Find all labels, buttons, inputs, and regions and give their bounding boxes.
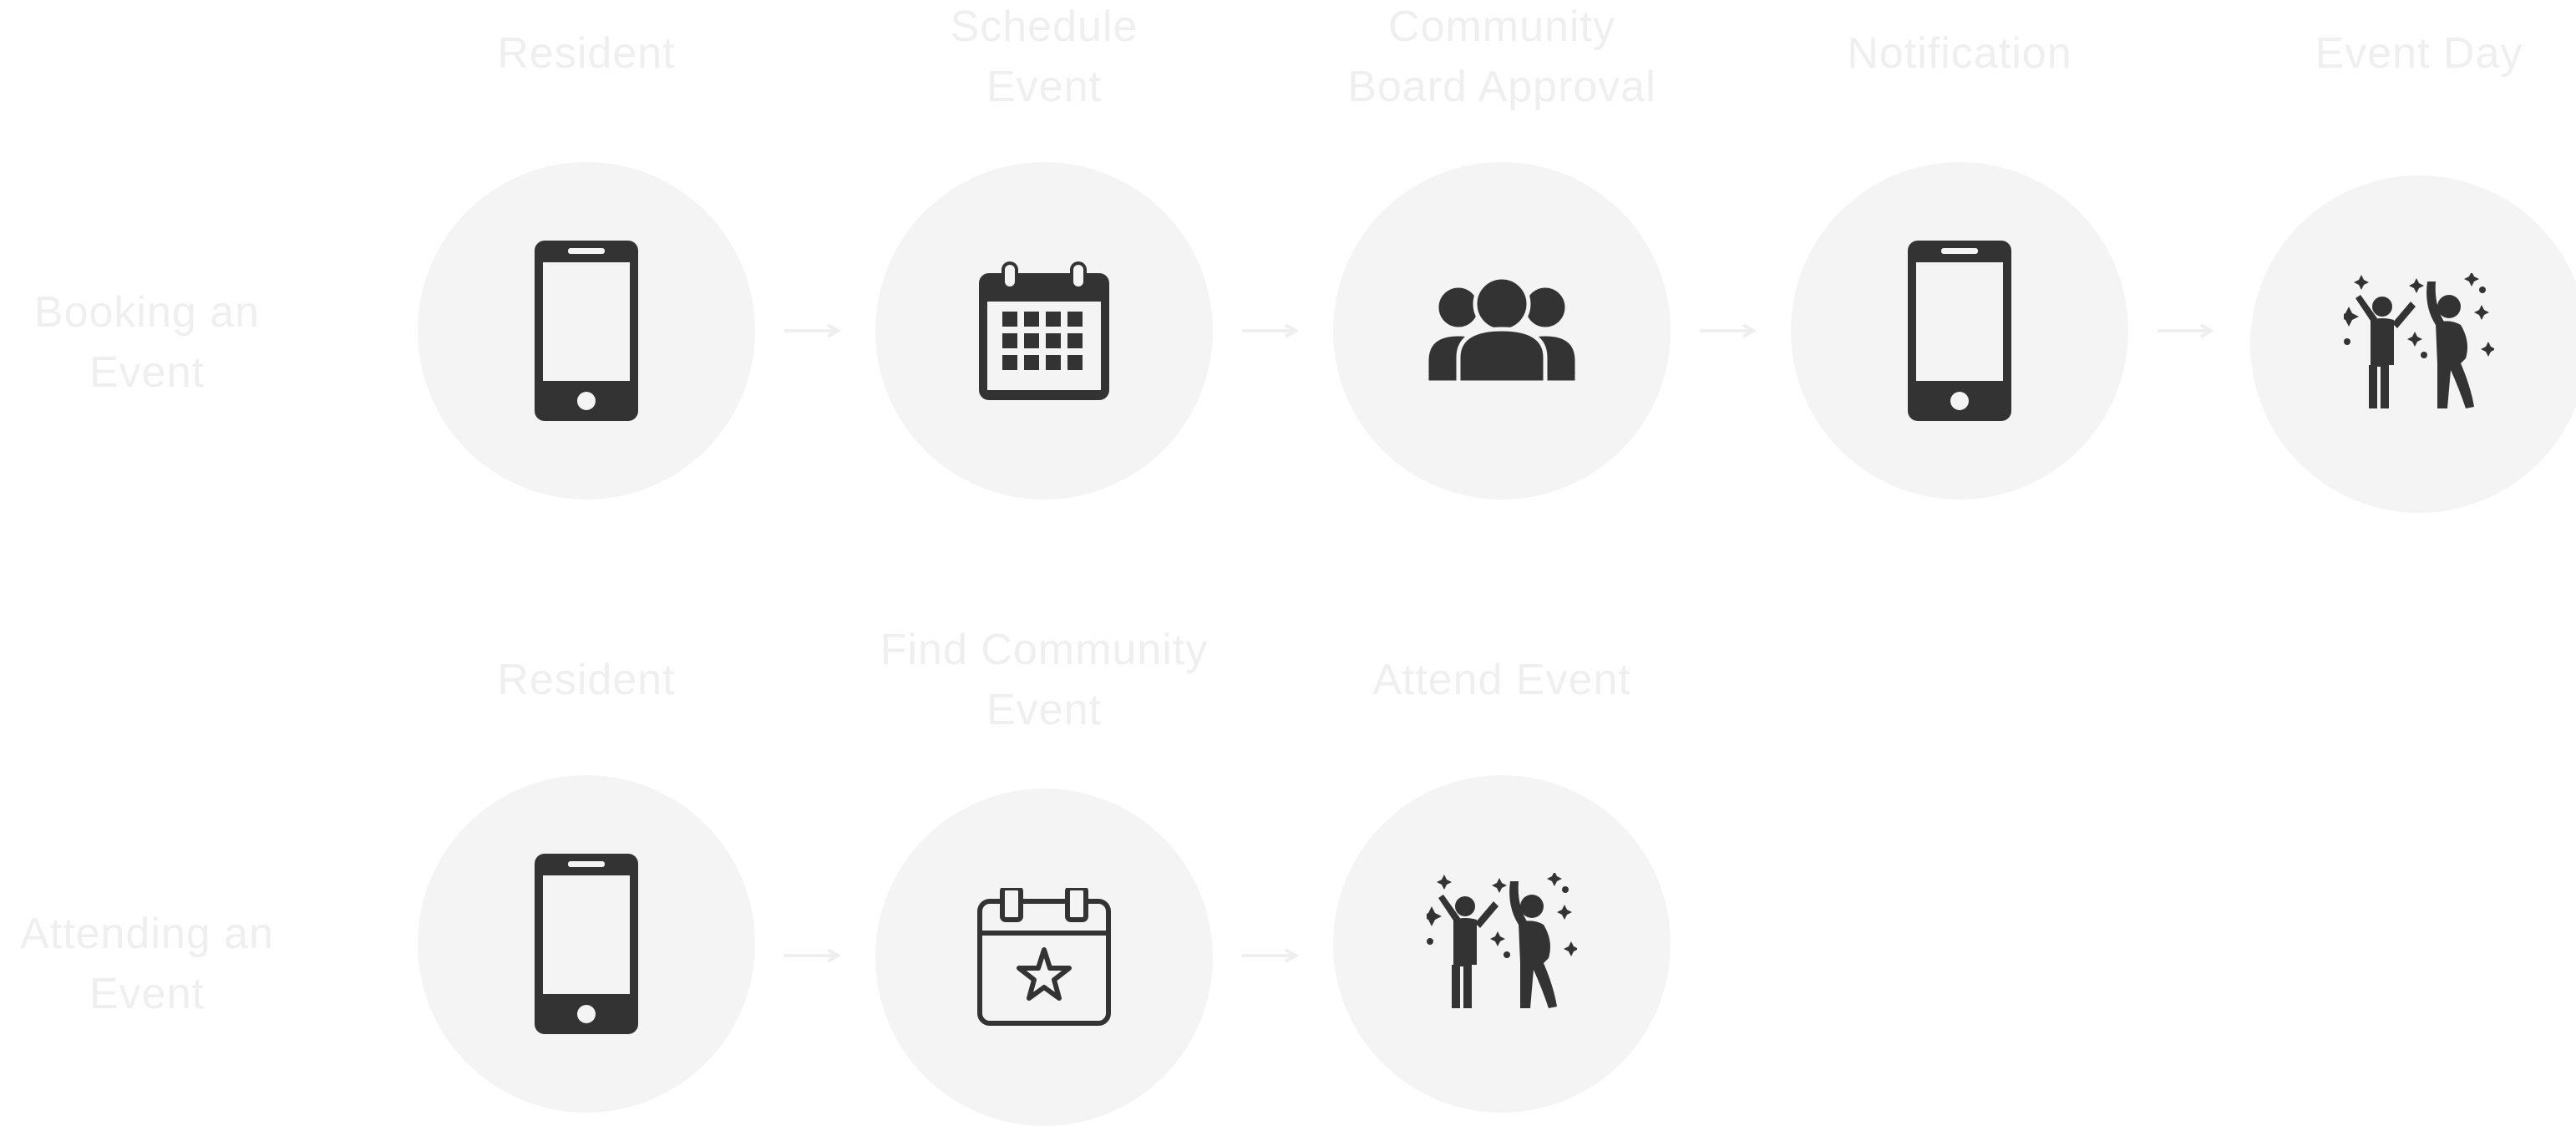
arrow-right-icon (784, 948, 841, 963)
arrow-right-icon (1242, 323, 1299, 338)
step-circle (875, 789, 1213, 1126)
row-label: Booking an Event (33, 288, 261, 397)
step-circle (1333, 162, 1671, 500)
flow-row-booking: Booking an Event Resident Schedule Event (0, 0, 2576, 535)
calendar-icon (979, 261, 1109, 400)
flow-row-attending: Attending an Event Resident Find Communi… (0, 610, 2576, 1126)
celebrating-people-icon (2344, 273, 2494, 408)
step-title: Resident (497, 29, 676, 78)
arrow-right-icon (784, 323, 841, 338)
step-title: Attend Event (1372, 656, 1631, 704)
step-title: Find Community Event (880, 626, 1209, 734)
celebrating-people-icon (1427, 873, 1577, 1008)
smartphone-icon (1908, 241, 2011, 421)
group-icon (1427, 279, 1577, 383)
step-circle (418, 775, 755, 1113)
step-circle (1333, 775, 1671, 1113)
step-title: Community Board Approval (1347, 3, 1656, 111)
step-circle (418, 162, 755, 500)
step-circle (2250, 175, 2576, 513)
calendar-star-icon (977, 888, 1111, 1026)
smartphone-icon (535, 241, 638, 421)
arrow-right-icon (2158, 323, 2214, 338)
step-title: Event Day (2315, 29, 2523, 78)
arrow-right-icon (1700, 323, 1757, 338)
row-label: Attending an Event (19, 910, 275, 1018)
arrow-right-icon (1242, 948, 1299, 963)
step-title: Notification (1847, 29, 2072, 78)
step-title: Resident (497, 656, 676, 704)
step-title: Schedule Event (950, 3, 1138, 111)
step-circle (1791, 162, 2128, 500)
smartphone-icon (535, 854, 638, 1034)
step-circle (875, 162, 1213, 500)
